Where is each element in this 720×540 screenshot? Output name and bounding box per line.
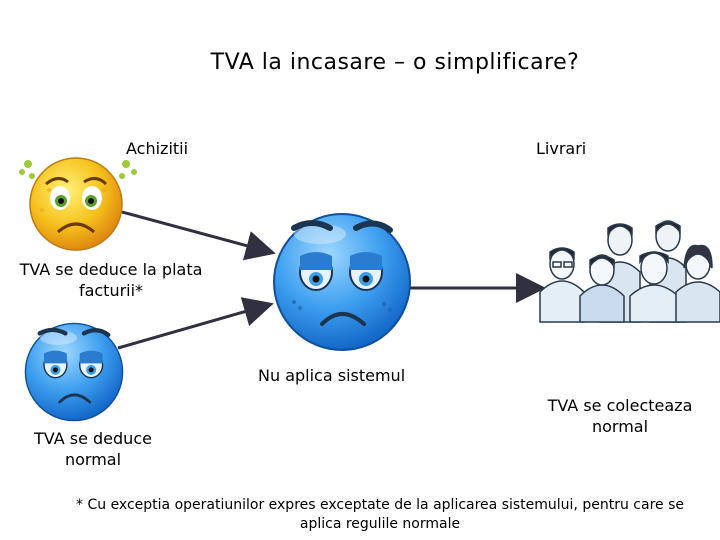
slide-title: TVA la incasare – o simplificare? [210,50,580,75]
label-achizitii: Achizitii [126,139,189,158]
label-tva-deduce-plata: TVA se deduce la plata facturii* [19,260,203,300]
arrow-small-face-to-center [117,297,274,350]
sad-blue-smiley-icon-large [273,213,411,351]
sad-blue-smiley-icon-small [24,322,124,422]
label-nu-aplica-sistemul: Nu aplica sistemul [258,366,406,385]
footnote: * Cu exceptia operatiunilor expres excep… [76,497,684,532]
arrow-achizitii-to-center [121,210,276,261]
people-group-icon [539,220,720,323]
label-tva-colecteaza: TVA se colecteaza normal [547,396,693,436]
label-livrari: Livrari [536,139,587,158]
sick-smiley-icon [19,157,137,251]
label-tva-deduce-normal: TVA se deduce normal [34,429,152,469]
